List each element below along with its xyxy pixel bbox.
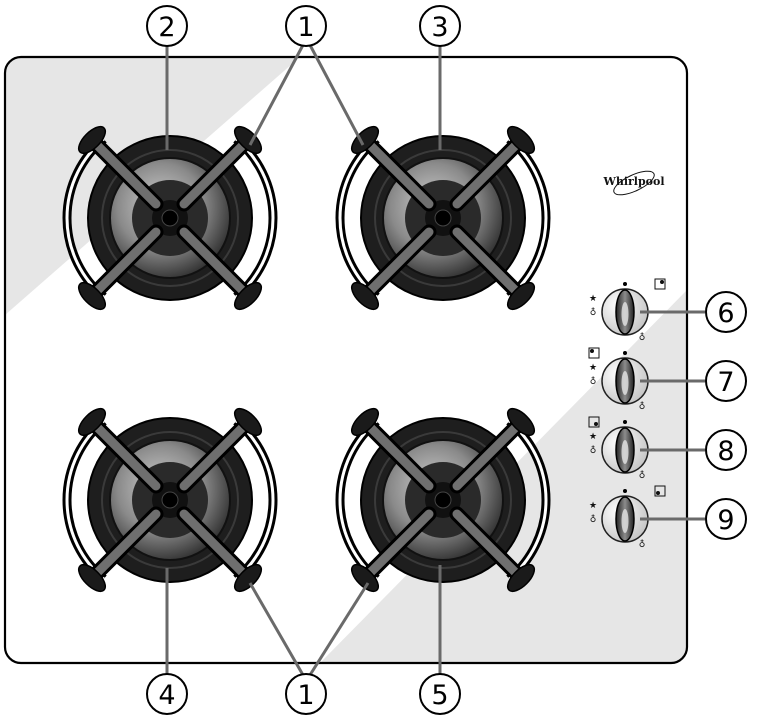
brand-name: Whirlpool bbox=[602, 175, 664, 188]
grid-fingers bbox=[77, 407, 263, 593]
knob-3[interactable]: ★ ♁ ♁ bbox=[588, 416, 649, 481]
burner-bottom-right bbox=[335, 407, 551, 593]
callout-knob-4-label: 9 bbox=[717, 505, 734, 536]
flame-symbol: ★ bbox=[589, 501, 597, 511]
flame-symbol: ★ bbox=[589, 294, 597, 304]
knob-indicator-dot bbox=[623, 351, 627, 355]
burner-position-icon bbox=[654, 278, 666, 290]
callout-burner-top-right: 3 bbox=[419, 5, 461, 47]
burner-position-icon bbox=[654, 485, 666, 497]
burner-position-icon bbox=[588, 416, 600, 428]
callout-grid-bottom: 1 bbox=[285, 673, 327, 715]
knob-indicator-dot bbox=[623, 489, 627, 493]
callout-burner-bottom-right: 5 bbox=[419, 673, 461, 715]
callout-burner-top-left: 2 bbox=[146, 5, 188, 47]
knob-indicator-dot bbox=[623, 420, 627, 424]
knob-indicator-dot bbox=[623, 282, 627, 286]
callout-grid-bottom-label: 1 bbox=[297, 680, 314, 711]
callout-knob-2-label: 7 bbox=[717, 367, 734, 398]
grid-fingers bbox=[77, 125, 263, 311]
flame-symbol: ★ bbox=[589, 432, 597, 442]
callout-knob-2: 7 bbox=[705, 360, 747, 402]
callout-knob-3-label: 8 bbox=[717, 436, 734, 467]
knob-2[interactable]: ★ ♁ ♁ bbox=[588, 347, 649, 412]
ignite-symbol: ♁ bbox=[639, 332, 646, 343]
pan-support-arcs bbox=[335, 417, 551, 583]
flame-symbol: ★ bbox=[589, 363, 597, 373]
callout-burner-bottom-right-label: 5 bbox=[431, 680, 448, 711]
callout-knob-4: 9 bbox=[705, 498, 747, 540]
ignite-symbol: ♁ bbox=[639, 539, 646, 550]
grid-fingers bbox=[350, 125, 536, 311]
callout-knob-1-label: 6 bbox=[717, 298, 734, 329]
ignite-symbol: ♁ bbox=[590, 376, 597, 387]
burner-top-right bbox=[335, 125, 551, 311]
brand-logo: Whirlpool bbox=[602, 170, 665, 196]
callout-burner-bottom-left: 4 bbox=[146, 673, 188, 715]
burner-position-icon bbox=[588, 347, 600, 359]
callout-grid-top-label: 1 bbox=[297, 12, 314, 43]
leader-lines bbox=[165, 44, 705, 676]
callout-burner-top-left-label: 2 bbox=[158, 12, 175, 43]
callout-burner-top-right-label: 3 bbox=[431, 12, 448, 43]
ignite-symbol: ♁ bbox=[639, 401, 646, 412]
ignite-symbol: ♁ bbox=[639, 470, 646, 481]
ignite-symbol: ♁ bbox=[590, 307, 597, 318]
callout-knob-3: 8 bbox=[705, 429, 747, 471]
knob-4[interactable]: ★ ♁ ♁ bbox=[589, 485, 666, 550]
ignite-symbol: ♁ bbox=[590, 445, 597, 456]
grid-fingers bbox=[350, 407, 536, 593]
burner-top-left bbox=[62, 125, 278, 311]
callout-burner-bottom-left-label: 4 bbox=[158, 680, 175, 711]
knob-1[interactable]: ★ ♁ ♁ bbox=[589, 278, 666, 343]
pan-support-arcs bbox=[335, 135, 551, 301]
pan-support-arcs bbox=[62, 417, 278, 583]
ignite-symbol: ♁ bbox=[590, 514, 597, 525]
callout-knob-1: 6 bbox=[705, 291, 747, 333]
callout-grid-top: 1 bbox=[285, 5, 327, 47]
burner-bottom-left bbox=[62, 407, 278, 593]
pan-support-arcs bbox=[62, 135, 278, 301]
